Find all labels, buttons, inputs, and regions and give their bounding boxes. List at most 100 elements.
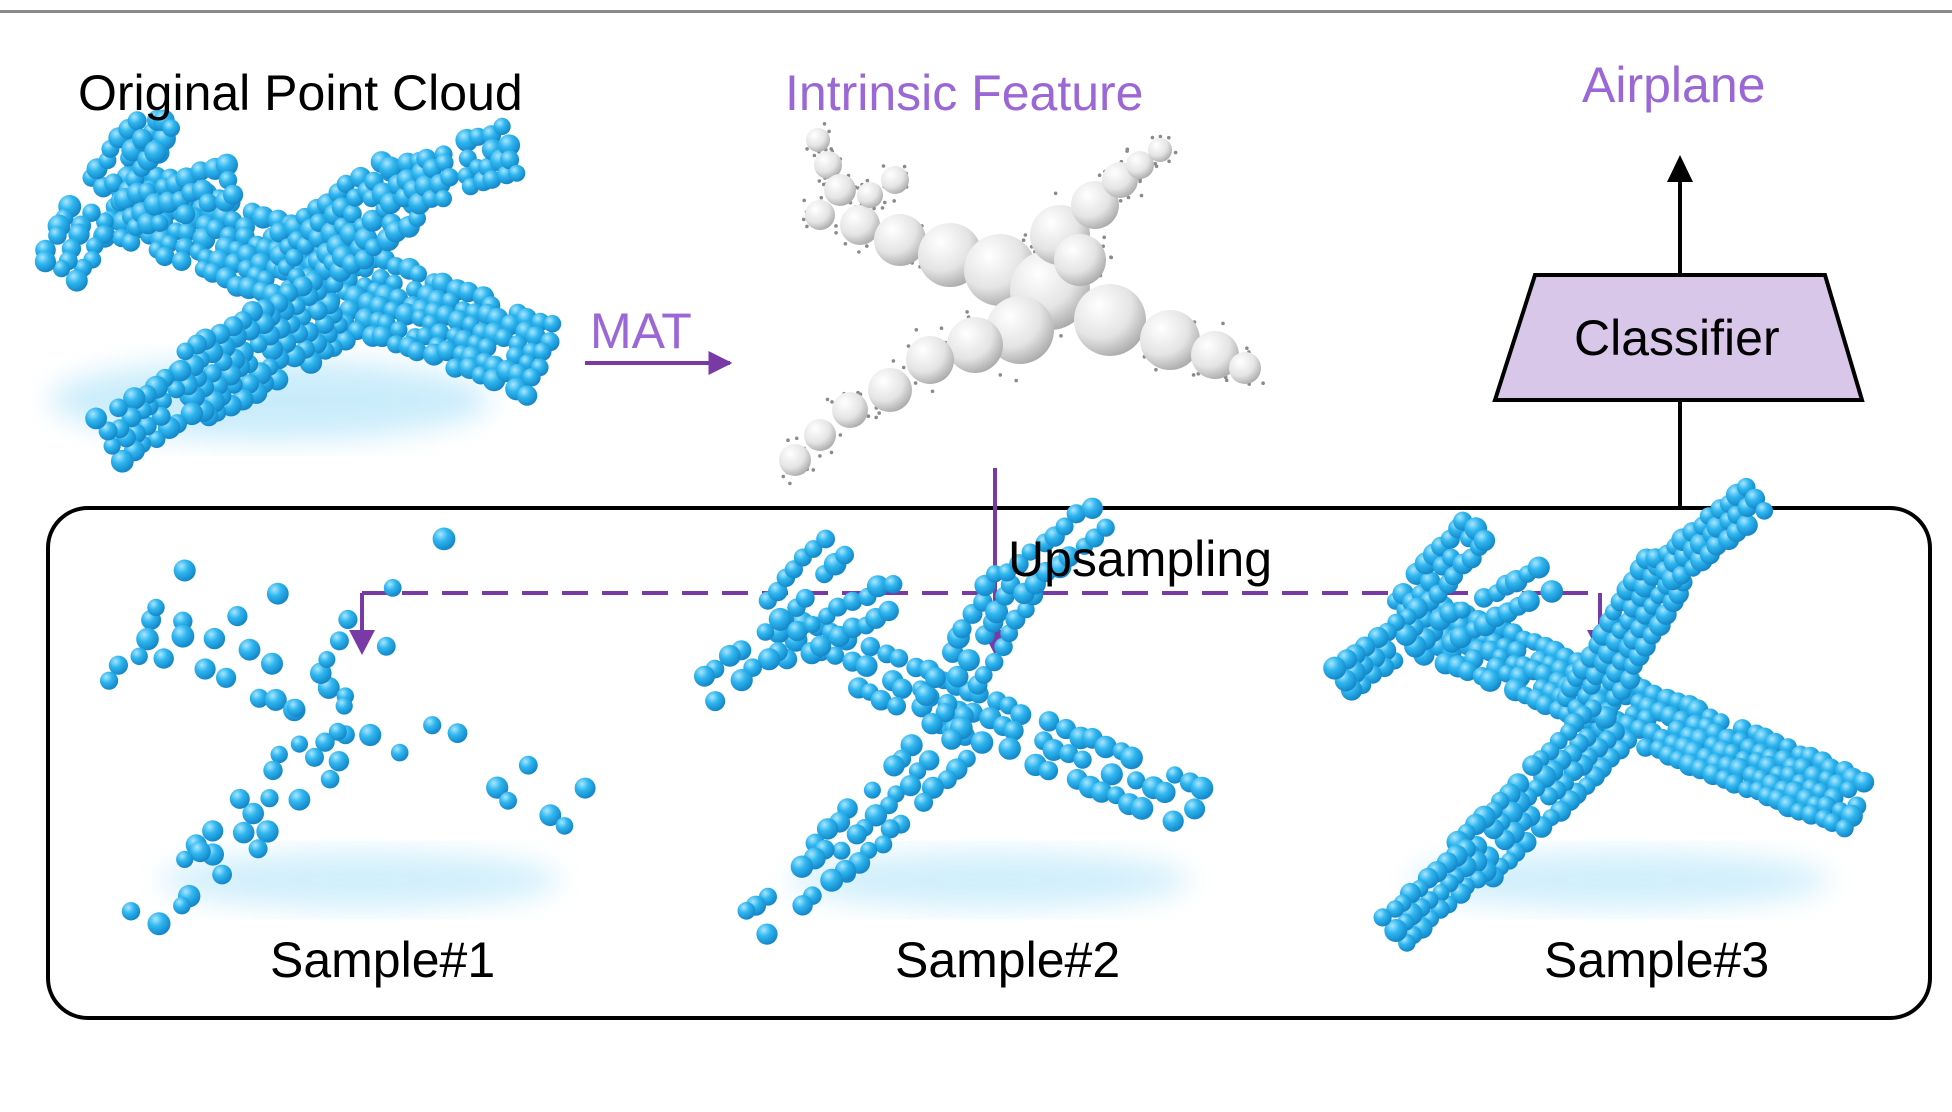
original-point	[48, 226, 67, 245]
sample1-point	[555, 817, 574, 835]
mat-scatter-point	[830, 400, 834, 404]
sample2-point	[1003, 720, 1024, 741]
original-label: Original Point Cloud	[78, 65, 523, 121]
sample1-point	[328, 722, 347, 741]
sample1-point	[390, 743, 409, 762]
sample2-point	[952, 619, 972, 639]
sample1-point	[189, 841, 211, 863]
mat-scatter-point	[939, 326, 944, 331]
sample2-point	[756, 623, 775, 641]
original-point	[110, 449, 134, 473]
sample1-points	[100, 527, 596, 936]
sample1-point	[212, 864, 233, 885]
mat-scatter-point	[1245, 346, 1249, 351]
mat-sphere	[906, 336, 954, 384]
sample3-upsampled-airplane-icon	[1323, 477, 1875, 952]
sample1-label: Sample#1	[270, 932, 496, 988]
medial-axis-spheres-icon	[779, 122, 1265, 486]
original-point	[144, 140, 167, 163]
mat-scatter-point	[1118, 199, 1123, 203]
mat-spheres	[779, 128, 1261, 476]
mat-sphere	[1054, 234, 1106, 286]
mat-scatter-point	[930, 389, 935, 394]
original-point	[440, 168, 459, 187]
sample2-point	[1154, 781, 1176, 804]
sample1-point	[171, 624, 195, 648]
mat-scatter-point	[883, 200, 887, 205]
original-point	[169, 359, 192, 382]
mat-scatter-point	[865, 178, 870, 183]
mat-sphere	[779, 444, 811, 476]
sample3-points	[1323, 477, 1875, 952]
sample1-point	[263, 760, 283, 781]
sample1-point	[173, 896, 191, 915]
mat-scatter-point	[874, 415, 878, 420]
sample2-point	[846, 824, 867, 845]
mat-scatter-point	[1173, 150, 1178, 155]
sample1-point	[260, 789, 279, 808]
sample1-point	[315, 732, 335, 752]
mat-scatter-point	[834, 224, 838, 228]
original-point	[150, 214, 169, 232]
sample1-point	[261, 652, 283, 675]
sample2-point	[1096, 518, 1115, 537]
sample2-points	[694, 497, 1214, 945]
mat-scatter-point	[786, 438, 790, 443]
original-point	[180, 402, 204, 426]
sample2-point	[842, 591, 863, 612]
mat-sphere	[874, 214, 926, 266]
arrowhead-sample1	[349, 630, 375, 655]
intrinsic-feature-label: Intrinsic Feature	[785, 65, 1144, 121]
original-point	[285, 248, 304, 267]
mat-sphere	[1229, 352, 1261, 384]
sample1-point	[383, 579, 402, 597]
sample1-point	[202, 820, 224, 842]
sample1-point	[539, 804, 562, 827]
mat-scatter-point	[1150, 135, 1155, 140]
sample1-point	[305, 747, 324, 767]
sample2-point	[1058, 546, 1080, 567]
mat-scatter-point	[812, 153, 817, 158]
mat-sphere	[806, 128, 830, 152]
sample1-point	[329, 631, 349, 651]
sample1-point	[264, 688, 287, 711]
sample3-point	[1540, 580, 1564, 603]
sample1-shadow	[160, 852, 560, 908]
sample2-point	[887, 696, 906, 716]
mat-scatter-point	[1154, 367, 1158, 372]
sample3-point	[1736, 514, 1758, 536]
mat-scatter-point	[1053, 191, 1058, 196]
sample2-point	[1066, 504, 1086, 524]
sample3-point	[1373, 908, 1392, 927]
sample2-point	[998, 737, 1021, 760]
sample3-point	[1540, 787, 1559, 806]
sample2-point	[816, 818, 839, 840]
mat-sphere	[840, 205, 880, 245]
upsampling-label: Upsampling	[1008, 531, 1273, 587]
original-point	[516, 385, 538, 406]
mat-scatter-point	[801, 217, 806, 222]
sample2-point	[866, 575, 889, 598]
original-point	[127, 111, 147, 131]
original-point	[477, 338, 497, 357]
original-point	[500, 150, 520, 170]
original-point	[85, 407, 107, 430]
sample2-point	[994, 637, 1013, 657]
sample1-point	[338, 609, 358, 630]
sample2-point	[804, 540, 823, 558]
original-point	[109, 398, 128, 418]
mat-sphere	[1071, 181, 1119, 229]
sample3-point	[1522, 755, 1543, 776]
mat-scatter-point	[892, 199, 896, 203]
sample2-point	[957, 649, 980, 672]
mat-sphere	[1191, 331, 1239, 379]
original-point	[162, 119, 180, 137]
sample2-shadow	[790, 852, 1190, 908]
sample2-point	[820, 868, 844, 892]
sample1-point	[100, 671, 119, 690]
mat-sphere	[947, 317, 1003, 373]
mat-scatter-point	[822, 122, 827, 126]
original-point	[171, 251, 192, 271]
sample2-point	[758, 648, 781, 671]
sample2-point	[832, 841, 851, 860]
